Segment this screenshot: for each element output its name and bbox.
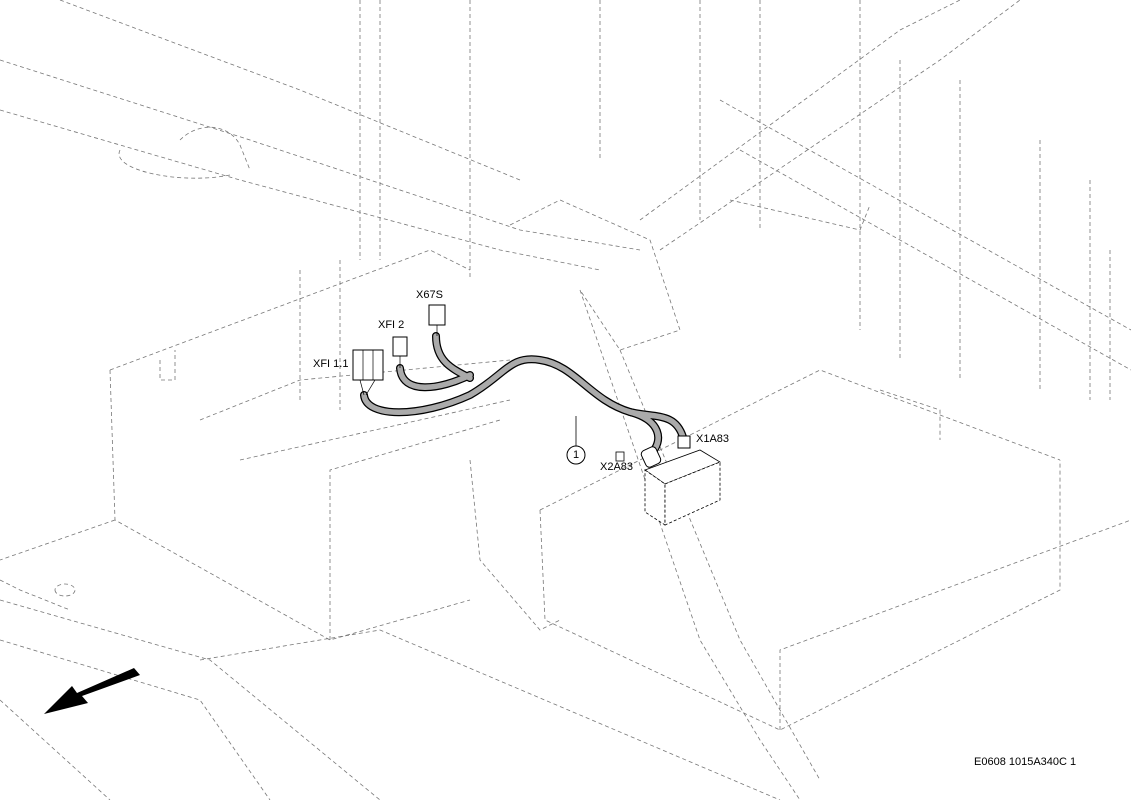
label-x1a83: X1A83	[696, 433, 730, 445]
x2a83-connector	[640, 446, 662, 468]
xfi11-connector	[352, 349, 384, 381]
x67s-connector	[428, 304, 446, 326]
label-x67s: X67S	[416, 289, 443, 301]
label-xfi2: XFI 2	[378, 319, 405, 331]
label-x2a83: X2A83	[600, 461, 634, 473]
cable-harness	[360, 332, 687, 459]
drawing-code: E0608 1015A340C 1	[974, 756, 1077, 768]
direction-arrow-icon	[44, 668, 140, 714]
callout-number: 1	[573, 449, 580, 461]
junction-block	[644, 449, 721, 526]
x1a83-connector	[677, 435, 691, 449]
xfi2-connector	[392, 336, 408, 357]
x2a83-receptacle	[615, 451, 625, 462]
label-xfi11: XFI 1.1	[313, 358, 349, 370]
callout-circle	[566, 445, 586, 465]
